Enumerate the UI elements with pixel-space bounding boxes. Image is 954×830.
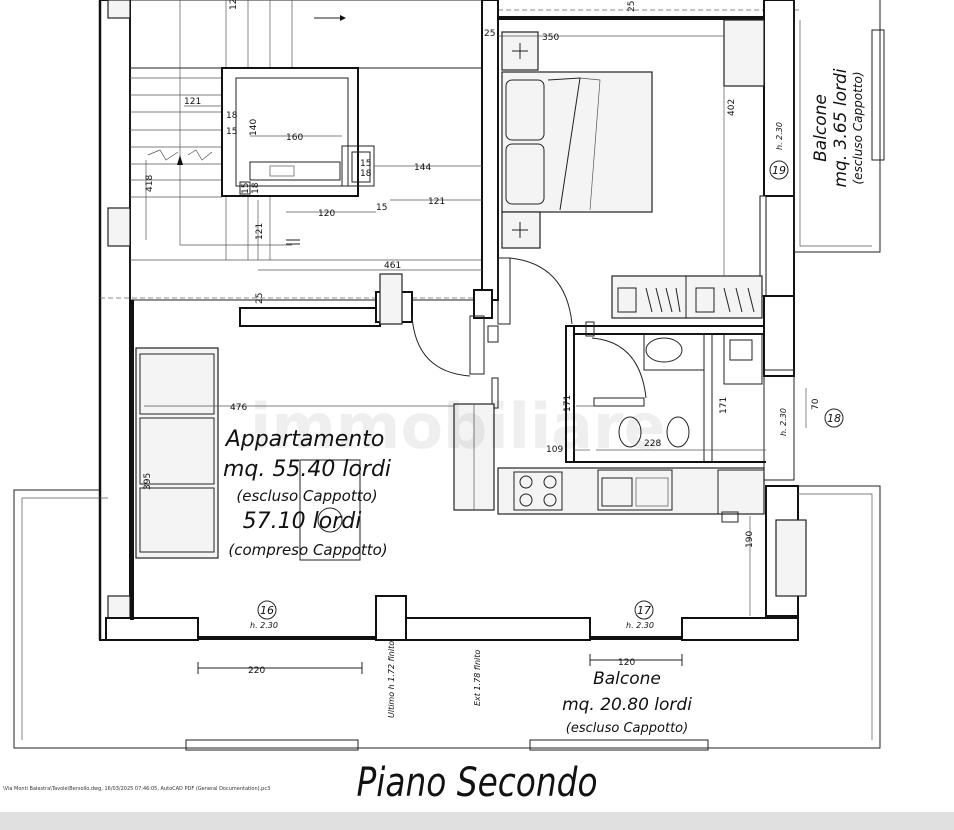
dim-18c: 18 — [251, 182, 261, 194]
apartment-walls — [105, 0, 807, 641]
doors — [411, 257, 647, 409]
watermark: immobiliare — [250, 390, 666, 463]
dim-25c: 25 — [255, 293, 265, 304]
dim-160: 160 — [286, 133, 303, 143]
footer-file-path: \Via Monti Balestra\Tavole\Bersollo.dwg,… — [3, 786, 271, 792]
dim-140: 140 — [249, 119, 259, 136]
dimension-texts: 350 25 25 25 121 121 121 12 18 18 18 15 … — [143, 0, 821, 676]
balcone-right-note: (escluso Cappotto) — [851, 71, 865, 184]
balcone-right-name: Balcone — [811, 94, 831, 162]
height-label-17: h. 2.30 — [626, 621, 654, 630]
dim-120b: 120 — [618, 658, 635, 668]
dim-171b: 171 — [719, 397, 729, 414]
dim-418: 418 — [145, 175, 155, 192]
apartment-label: Appartamento mq. 55.40 lordi (escluso Ca… — [223, 427, 391, 559]
axis-lines — [100, 9, 800, 300]
dim-25a: 25 — [484, 29, 495, 39]
dim-121c: 121 — [255, 223, 265, 240]
dimension-lines — [144, 35, 807, 674]
dim-120a: 120 — [318, 209, 335, 219]
dim-171a: 171 — [563, 395, 573, 412]
apartment-area-note-2: (compreso Cappotto) — [228, 541, 387, 559]
balcone-bottom-note: (escluso Cappotto) — [566, 721, 688, 736]
dim-350: 350 — [542, 33, 559, 43]
dim-220: 220 — [248, 666, 265, 676]
dim-461: 461 — [384, 261, 401, 271]
dim-18a: 18 — [226, 111, 238, 121]
bedroom-furniture — [501, 19, 765, 319]
dim-15d: 15 — [241, 183, 251, 194]
height-label-19: h. 2.30 — [775, 122, 784, 150]
dim-18b: 18 — [360, 169, 372, 179]
dim-70: 70 — [811, 398, 821, 410]
dim-12: 12 — [229, 0, 239, 10]
building-walls — [98, 0, 483, 641]
bottom-bar — [0, 812, 954, 830]
room-markers: 16 17 18 19 h. 2.30 h. 2.30 h. 2.30 h. 2… — [250, 122, 844, 630]
dim-121a: 121 — [184, 97, 201, 107]
height-label-18: h. 2.30 — [779, 408, 788, 436]
dim-15a: 15 — [226, 127, 237, 137]
room-number-16: 16 — [260, 604, 274, 617]
dim-402: 402 — [727, 99, 737, 116]
dim-121b: 121 — [428, 197, 445, 207]
balcone-bottom-label: Balcone mq. 20.80 lordi (escluso Cappott… — [562, 669, 692, 736]
room-number-19: 19 — [772, 164, 786, 177]
balcone-right-area: mq. 3.65 lordi — [831, 68, 851, 187]
vertical-notes: Ultimo h 1.72 finito Ext 1.78 finito — [387, 641, 482, 718]
balcone-bottom-name: Balcone — [593, 669, 661, 689]
room-number-17: 17 — [637, 604, 651, 617]
apartment-name: Appartamento — [224, 427, 385, 452]
dim-15b: 15 — [360, 159, 371, 169]
dim-190: 190 — [745, 531, 755, 548]
balcone-right-label: Balcone mq. 3.65 lordi (escluso Cappotto… — [811, 68, 865, 187]
page-title: Piano Secondo — [356, 760, 598, 806]
vertical-note-1: Ultimo h 1.72 finito — [387, 641, 396, 718]
dim-109: 109 — [546, 445, 563, 455]
balcone-bottom-area: mq. 20.80 lordi — [562, 695, 692, 715]
apartment-area-note: (escluso Cappotto) — [236, 487, 377, 505]
dim-25b: 25 — [627, 1, 637, 12]
balconies — [13, 0, 885, 751]
living-furniture — [135, 347, 765, 561]
apartment-area-gross-2: 57.10 lordi — [243, 509, 362, 534]
dim-395: 395 — [143, 473, 153, 490]
room-number-18: 18 — [827, 412, 841, 425]
height-label-16: h. 2.30 — [250, 621, 278, 630]
vertical-note-2: Ext 1.78 finito — [473, 650, 482, 706]
dim-144: 144 — [414, 163, 431, 173]
dim-228: 228 — [644, 439, 661, 449]
dim-476: 476 — [230, 403, 247, 413]
dim-15c: 15 — [376, 203, 387, 213]
apartment-area-gross: mq. 55.40 lordi — [223, 457, 391, 482]
